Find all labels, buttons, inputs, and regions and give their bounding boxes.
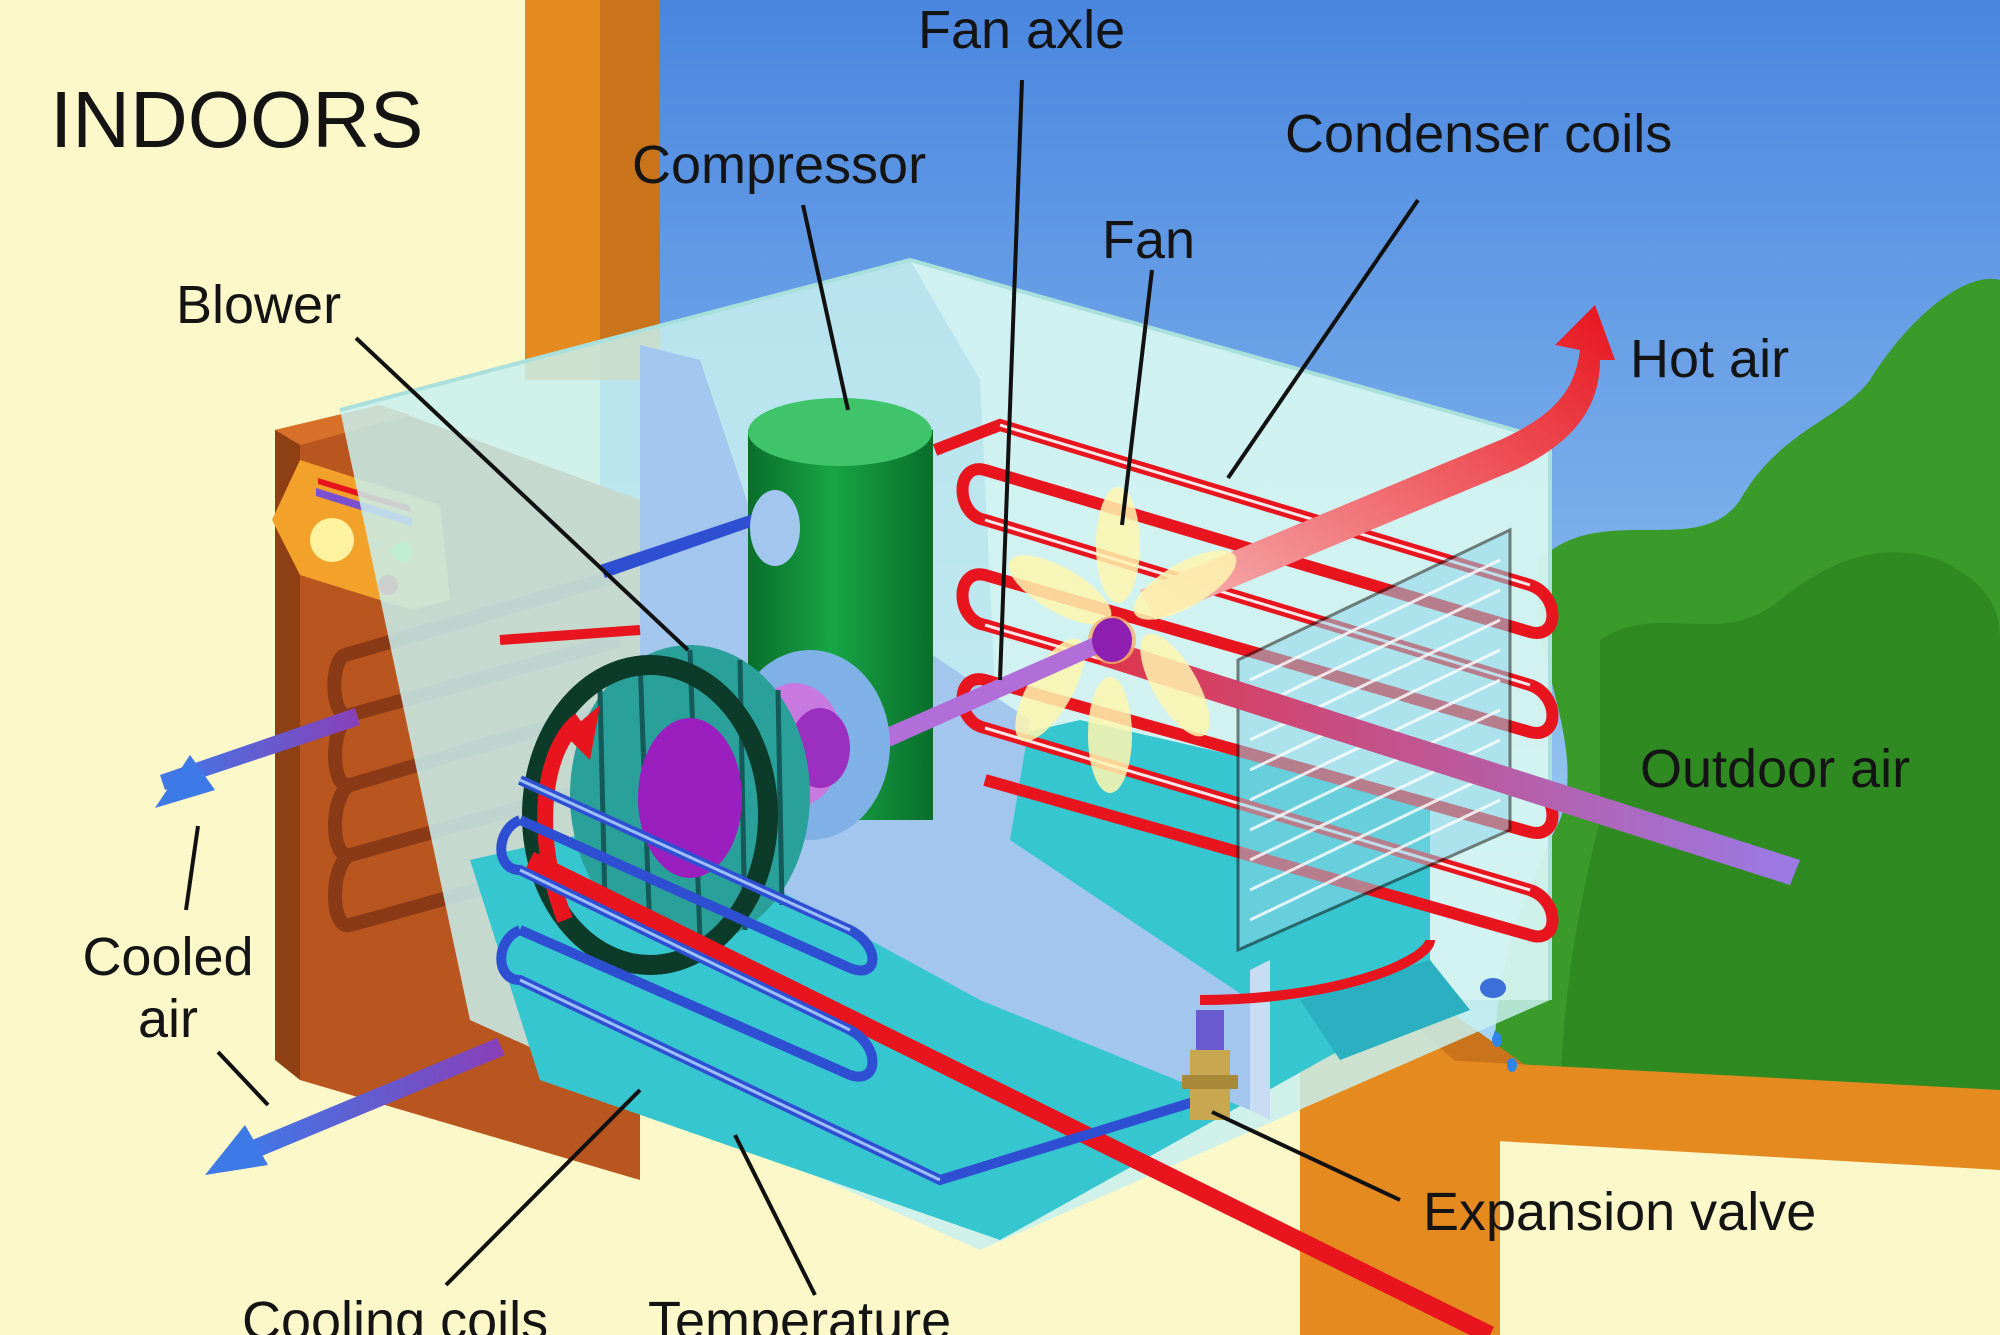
indoors-label: INDOORS	[50, 75, 423, 164]
condenser-coils-label: Condenser coils	[1285, 104, 1672, 164]
leader-cooling-coils	[444, 1088, 642, 1287]
cooled-air-arrow-lower-head	[205, 1125, 268, 1175]
cooled-air-arrow-upper-head	[155, 755, 215, 808]
leader-temperature	[733, 1134, 817, 1296]
hot-air-arrow	[1140, 305, 1615, 620]
outdoor-air-label: Outdoor air	[1640, 739, 1910, 799]
suction-line	[600, 505, 785, 578]
leader-lines	[184, 79, 1420, 1296]
water-drop	[1507, 1058, 1517, 1072]
blower-label: Blower	[176, 275, 341, 335]
leader-cooled-air-bottom	[216, 1050, 270, 1107]
divider-wall	[640, 345, 1250, 1110]
cooled-air-arrow-lower-shaft	[233, 1038, 505, 1165]
compressor-label: Compressor	[632, 135, 926, 195]
leader-condenser-coils	[1226, 198, 1420, 480]
cooled-air-arrow-upper-shaft	[160, 708, 360, 790]
hot-air-label: Hot air	[1630, 329, 1789, 389]
leader-fan-axle	[998, 79, 1024, 681]
cooling-coils-label: Cooling coils	[242, 1291, 548, 1335]
control-dial	[310, 518, 354, 562]
outdoor-tree-shade	[1560, 552, 2000, 1120]
blower-ring	[522, 655, 778, 975]
leader-compressor	[801, 204, 850, 411]
leader-blower	[354, 336, 690, 652]
compressor-top	[748, 398, 932, 466]
leader-fan	[1120, 269, 1154, 526]
hot-refrigerant-line	[526, 851, 1494, 1335]
fan-axle-shaft	[870, 630, 1118, 752]
leader-cooled-air-top	[184, 825, 200, 911]
cooled-air-label-line1: Cooled	[82, 927, 253, 987]
cooling-coils	[496, 775, 1202, 1186]
blower-motor-end	[638, 718, 742, 878]
wall-frame-sill	[1440, 1060, 2000, 1170]
expansion-valve-label: Expansion valve	[1423, 1182, 1816, 1242]
fan-hub	[1092, 618, 1132, 662]
water-drip	[1480, 978, 1506, 998]
expansion-valve-top	[1196, 1010, 1224, 1050]
temperature-label: Temperature	[648, 1291, 951, 1335]
fan-axle-label: Fan axle	[918, 0, 1125, 60]
leader-expansion-valve	[1211, 1110, 1401, 1202]
cooled-air-label-line2: air	[138, 989, 198, 1049]
water-drop	[1492, 1033, 1502, 1047]
fan-label: Fan	[1102, 210, 1195, 270]
fan-blades	[1008, 487, 1237, 793]
outdoor-air-arrow	[1100, 640, 1800, 885]
